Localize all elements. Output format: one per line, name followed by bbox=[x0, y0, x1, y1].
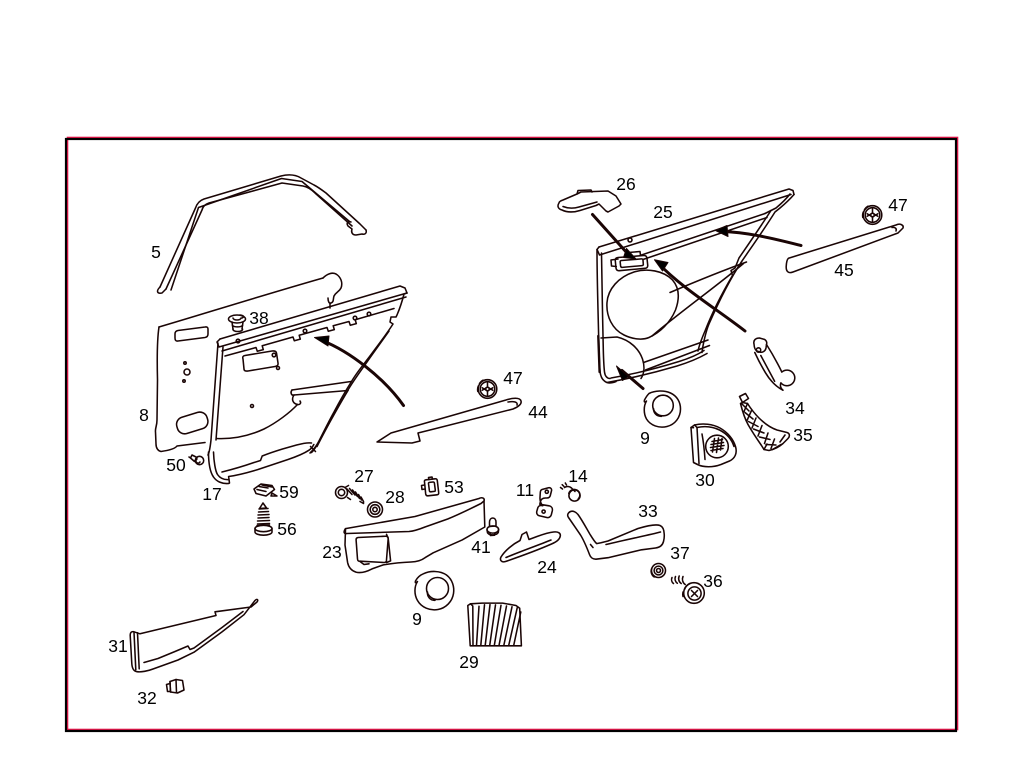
svg-text:47: 47 bbox=[503, 368, 522, 388]
svg-text:24: 24 bbox=[537, 557, 557, 577]
svg-text:41: 41 bbox=[471, 537, 490, 557]
svg-text:27: 27 bbox=[354, 466, 373, 486]
svg-text:53: 53 bbox=[444, 477, 463, 497]
svg-text:50: 50 bbox=[166, 455, 186, 475]
svg-text:26: 26 bbox=[616, 174, 635, 194]
svg-text:47: 47 bbox=[888, 195, 907, 215]
svg-text:14: 14 bbox=[568, 466, 588, 486]
svg-text:30: 30 bbox=[695, 470, 715, 490]
svg-text:29: 29 bbox=[459, 652, 478, 672]
svg-text:9: 9 bbox=[412, 609, 422, 629]
svg-text:17: 17 bbox=[202, 484, 221, 504]
svg-text:31: 31 bbox=[108, 636, 127, 656]
svg-text:59: 59 bbox=[279, 482, 298, 502]
svg-text:32: 32 bbox=[137, 688, 156, 708]
svg-text:28: 28 bbox=[385, 487, 404, 507]
svg-text:23: 23 bbox=[322, 542, 341, 562]
svg-text:35: 35 bbox=[793, 425, 812, 445]
svg-text:34: 34 bbox=[785, 398, 805, 418]
svg-text:44: 44 bbox=[528, 402, 548, 422]
svg-text:8: 8 bbox=[139, 405, 149, 425]
svg-text:5: 5 bbox=[151, 242, 161, 262]
svg-text:9: 9 bbox=[640, 428, 650, 448]
svg-text:11: 11 bbox=[516, 480, 534, 500]
svg-text:36: 36 bbox=[703, 571, 722, 591]
svg-text:25: 25 bbox=[653, 202, 672, 222]
svg-text:56: 56 bbox=[277, 519, 296, 539]
svg-text:45: 45 bbox=[834, 260, 853, 280]
svg-text:38: 38 bbox=[249, 308, 268, 328]
svg-text:37: 37 bbox=[670, 543, 689, 563]
svg-text:33: 33 bbox=[638, 501, 657, 521]
